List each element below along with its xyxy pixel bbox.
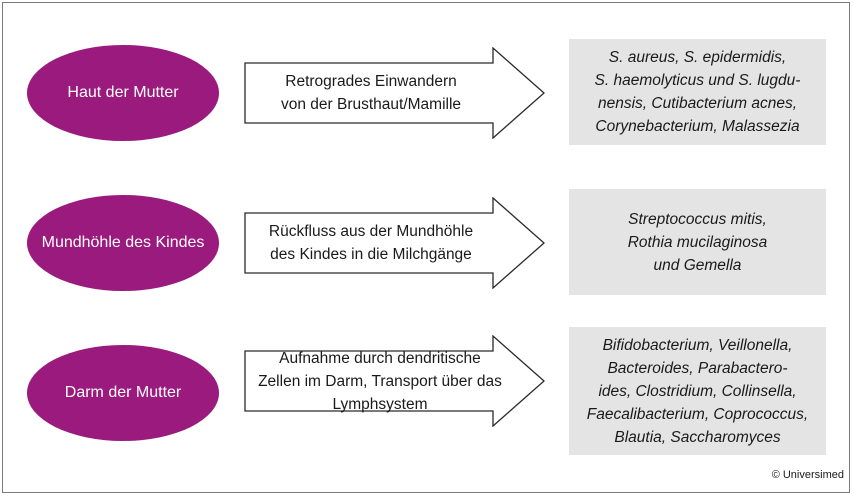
arrow-shape <box>244 335 545 427</box>
source-ellipse-gut: Darm der Mutter <box>27 345 219 441</box>
route-line: Zellen im Darm, Transport über das <box>258 372 502 390</box>
arrow-shape <box>244 197 545 289</box>
organism-box-skin: S. aureus, S. epidermidis, S. haemolytic… <box>569 39 826 145</box>
source-label: Darm der Mutter <box>64 384 182 401</box>
organism-line: Streptococcus mitis, <box>628 210 767 228</box>
organism-line: Bacteroides, Parabactero- <box>607 359 788 377</box>
route-arrow-mouth: Rückfluss aus der Mundhöhle des Kindes i… <box>244 197 546 289</box>
route-arrow-skin: Retrogrades Einwandern von der Brusthaut… <box>244 47 546 139</box>
route-arrow-gut: Aufnahme durch dendritische Zellen im Da… <box>244 335 546 427</box>
route-line: des Kindes in die Milchgänge <box>270 246 472 263</box>
organism-box-gut: Bifidobacterium, Veillonella, Bacteroide… <box>569 327 826 455</box>
organism-line: Faecalibacterium, Coprococcus, <box>586 405 809 423</box>
route-line: von der Brusthaut/Mamille <box>280 96 462 113</box>
route-line: Retrogrades Einwandern <box>285 73 457 90</box>
route-line: Aufnahme durch dendritische <box>279 349 481 367</box>
organism-line: nensis, Cutibacterium acnes, <box>597 95 797 112</box>
organism-line: Bifidobacterium, Veillonella, <box>602 336 793 354</box>
organism-line: Corynebacterium, Malassezia <box>595 118 800 135</box>
copyright-notice: © Universimed <box>771 469 844 481</box>
organism-line: Blautia, Saccharomyces <box>614 428 781 446</box>
route-text: Aufnahme durch dendritische Zellen im Da… <box>248 335 512 427</box>
source-ellipse-mouth: Mundhöhle des Kindes <box>27 195 219 291</box>
organism-line: S. haemolyticus und S. lugdu- <box>594 72 801 89</box>
route-line: Lymphsystem <box>332 395 428 413</box>
route-text: Retrogrades Einwandern von der Brusthaut… <box>250 47 492 139</box>
source-ellipse-skin: Haut der Mutter <box>27 45 219 141</box>
organism-line: ides, Clostridium, Collinsella, <box>598 382 797 400</box>
route-line: Rückfluss aus der Mundhöhle <box>268 223 474 240</box>
arrow-shape <box>244 47 545 139</box>
route-text: Rückfluss aus der Mundhöhle des Kindes i… <box>250 197 492 289</box>
source-label: Mundhöhle des Kindes <box>41 234 205 251</box>
organism-line: Rothia mucilaginosa <box>627 233 768 251</box>
organism-line: S. aureus, S. epidermidis, <box>608 49 787 66</box>
organism-line: und Gemella <box>653 256 742 274</box>
source-label: Haut der Mutter <box>67 84 179 101</box>
organism-box-mouth: Streptococcus mitis, Rothia mucilaginosa… <box>569 189 826 295</box>
